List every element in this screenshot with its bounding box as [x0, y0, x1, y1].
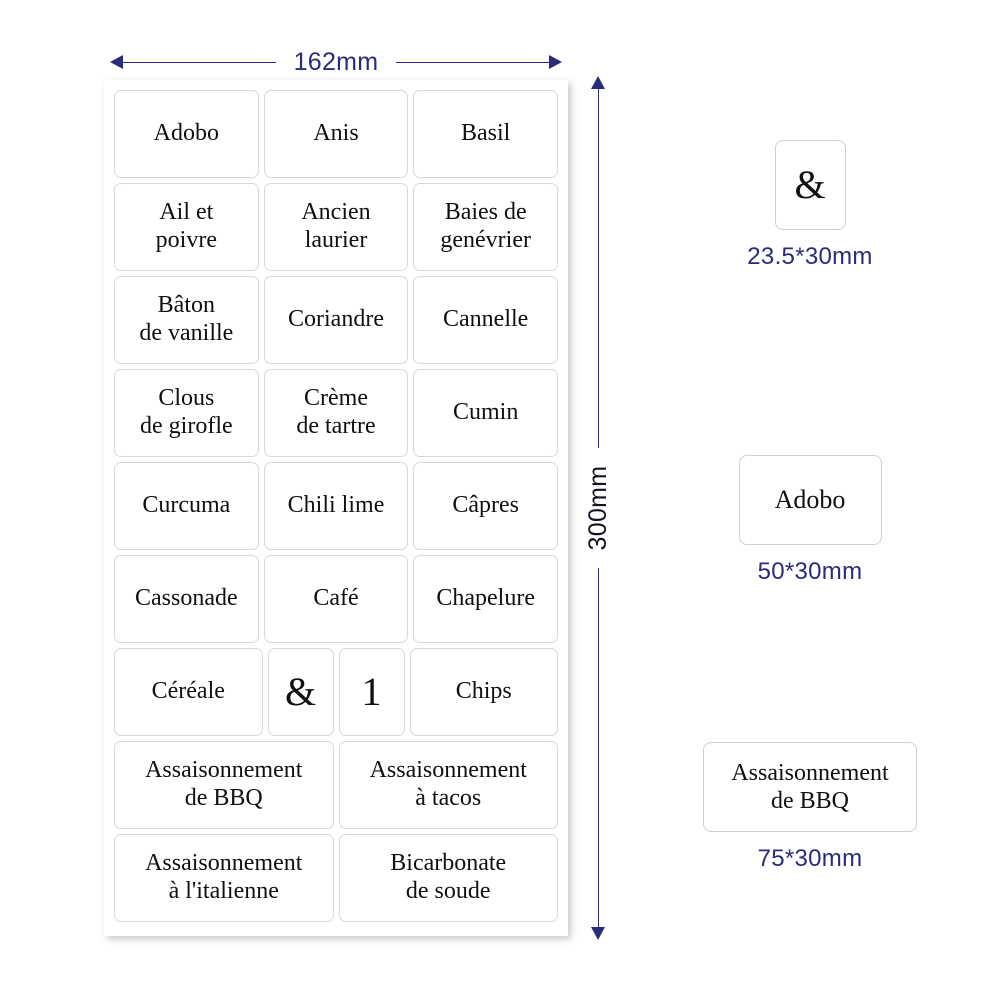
arrow-down-icon: [591, 927, 605, 940]
label-cell[interactable]: Chili lime: [263, 462, 409, 550]
label-cell[interactable]: Anis: [263, 90, 409, 178]
label-row: Adobo Anis Basil: [114, 90, 559, 178]
label-text: Chili lime: [287, 492, 385, 519]
label-row: Céréale &1 Chips: [114, 648, 558, 736]
label-text: &: [284, 669, 317, 714]
label-cell[interactable]: Cassonade: [114, 555, 259, 643]
label-text: Café: [313, 585, 359, 612]
arrow-up-icon: [591, 76, 605, 89]
sample-size-caption-large: 75*30mm: [757, 845, 863, 872]
label-text: 1: [361, 669, 382, 714]
arrow-left-icon: [110, 55, 123, 69]
label-cell[interactable]: Chips: [409, 648, 558, 736]
label-text: Basil: [461, 120, 511, 147]
label-cell[interactable]: Curcuma: [114, 462, 259, 550]
label-text: Curcuma: [142, 492, 231, 519]
label-cell[interactable]: Cannelle: [413, 276, 559, 364]
sheet-height-dimension: 300mm: [578, 76, 624, 940]
sample-label-medium: Adobo 50*30mm: [700, 455, 920, 586]
label-cell[interactable]: 1: [338, 648, 405, 736]
sample-chip-ampersand[interactable]: &: [774, 140, 846, 230]
label-row: Cassonade Café Chapelure: [114, 555, 559, 643]
label-cell[interactable]: Céréale: [114, 648, 263, 736]
label-text: Cannelle: [443, 306, 529, 333]
label-text: Anis: [313, 120, 359, 147]
label-text: Coriandre: [288, 306, 384, 333]
label-cell[interactable]: Café: [263, 555, 409, 643]
label-text: Câpres: [452, 492, 519, 519]
label-cell[interactable]: &: [267, 648, 334, 736]
sample-chip-adobo[interactable]: Adobo: [738, 455, 882, 545]
label-text: Cassonade: [135, 585, 238, 612]
sample-label-small: & 23.5*30mm: [700, 140, 920, 271]
label-cell[interactable]: Câpres: [413, 462, 559, 550]
sheet-width-dimension: 162mm: [110, 40, 562, 84]
sample-size-caption-small: 23.5*30mm: [747, 243, 873, 270]
label-row: Curcuma Chili lime Câpres: [114, 462, 559, 550]
label-text: Céréale: [151, 678, 225, 705]
sheet-height-label: 300mm: [578, 448, 618, 568]
label-text: Adobo: [153, 120, 219, 147]
label-cell[interactable]: Cumin: [413, 369, 559, 457]
label-cell[interactable]: Adobo: [114, 90, 259, 178]
sheet-width-label: 162mm: [276, 40, 396, 84]
arrow-right-icon: [549, 55, 562, 69]
label-cell[interactable]: Chapelure: [413, 555, 559, 643]
label-cell[interactable]: Basil: [413, 90, 559, 178]
label-cell[interactable]: Coriandre: [263, 276, 409, 364]
sample-size-caption-medium: 50*30mm: [757, 558, 863, 585]
label-text: Chips: [455, 678, 512, 705]
label-text: Cumin: [453, 399, 519, 426]
label-text: Chapelure: [436, 585, 535, 612]
